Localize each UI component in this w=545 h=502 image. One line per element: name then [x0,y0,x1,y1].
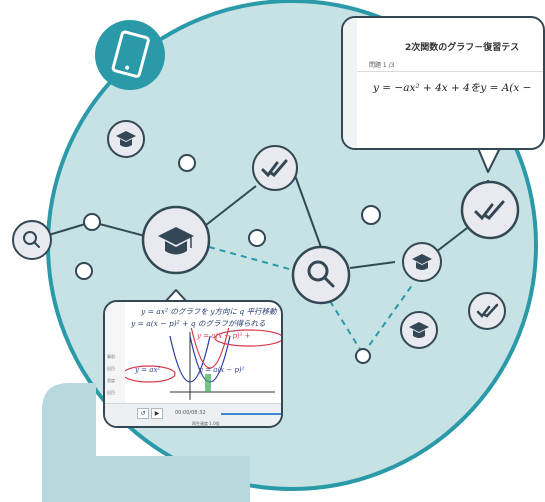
search-node-small[interactable] [12,220,52,260]
player-controls: ↺ ▶ 00:00/08:32 再生速度 1.0倍 [105,403,281,426]
quiz-formula: y = −ax² + 4x + 4をy = A(x − [373,82,532,94]
play-button[interactable]: ▶ [151,408,163,419]
sidebar-item[interactable]: 回目 [107,390,115,395]
check-node-2[interactable] [460,180,520,240]
search-icon [23,231,40,248]
cap-node-small[interactable] [107,120,145,158]
double-check-icon [261,159,288,178]
small-dots [75,154,381,364]
graduation-cap-icon [409,322,429,338]
graduation-cap-icon [116,131,136,147]
playback-time: 00:00/08:32 [175,410,206,416]
quiz-sidebar [343,18,357,148]
cap-node-right[interactable] [402,242,442,282]
divider [357,71,543,72]
lecture-graph [125,328,281,400]
equation-left: y = ax² [135,366,161,374]
cap-node-bottom[interactable] [400,311,438,349]
double-check-icon [476,303,499,318]
lecture-line-2: y = a(x − p)² + q のグラフが得られる [131,319,266,328]
search-node-large[interactable] [291,245,351,305]
quiz-title: 2次関数のグラフ－復習テス [405,43,520,53]
question-number: 問題 1 /3 [369,62,395,69]
cap-node-large[interactable] [141,205,211,275]
video-screen-callout: 事前 回目 習度 回目 y = ax² のグラフを y方向に q 平行移動 y … [103,300,283,428]
sidebar-item[interactable]: 習度 [107,378,115,383]
sidebar-item[interactable]: 回目 [107,366,115,371]
light-bar [42,383,250,502]
equation-mid: y = a(x − p)² [199,366,245,374]
graduation-cap-icon [412,254,432,270]
speed-label[interactable]: 再生速度 1.0倍 [192,421,220,426]
progress-bar[interactable] [221,413,281,415]
rewind-button[interactable]: ↺ [137,408,149,419]
tablet-node [95,20,165,90]
search-icon [307,260,335,288]
tablet-icon [111,30,150,78]
check-node-3[interactable] [468,292,506,330]
quiz-screen-callout: 2次関数のグラフ－復習テス 問題 1 /3 y = −ax² + 4x + 4を… [341,16,545,150]
sidebar-item[interactable]: 事前 [107,354,115,359]
equation-top: y = a(x − p)² + [197,332,251,340]
check-node-1[interactable] [252,145,298,191]
video-sidebar: 事前 回目 習度 回目 [105,302,125,426]
double-check-icon [474,200,505,221]
lecture-line-1: y = ax² のグラフを y方向に q 平行移動 [141,307,277,316]
dashed-lines [208,246,414,355]
graduation-cap-icon [158,227,194,255]
